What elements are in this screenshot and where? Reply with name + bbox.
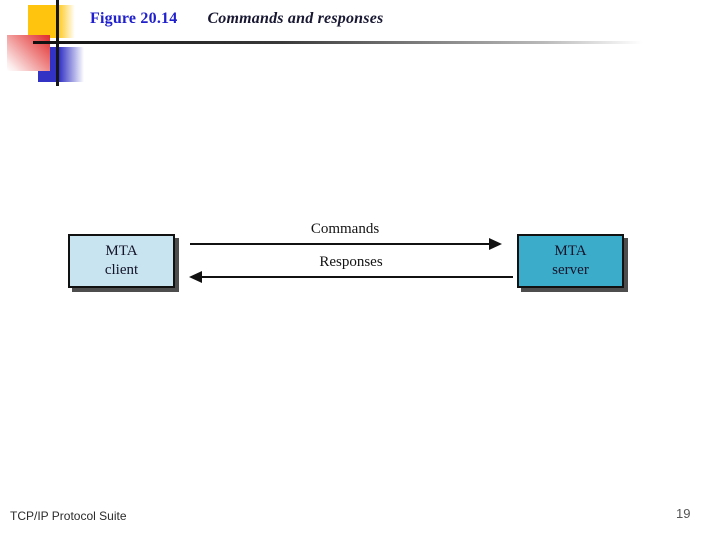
page-number: 19 [676, 506, 691, 521]
mta-client-box: MTA client [68, 234, 175, 288]
figure-title: Commands and responses [207, 10, 384, 27]
figure-label: Figure 20.14 [90, 10, 178, 27]
mta-server-box: MTA server [517, 234, 624, 288]
mta-client-label-line2: client [104, 262, 139, 278]
arrowhead-left-icon [189, 271, 202, 283]
responses-arrow-line [200, 276, 513, 278]
header-rule-divider [33, 41, 655, 44]
footer-book-title: TCP/IP Protocol Suite [10, 509, 127, 523]
mta-server-label-line1: MTA [554, 243, 587, 260]
commands-arrow-line [190, 243, 490, 245]
mta-client-label-line1: MTA [105, 243, 138, 260]
arrowhead-right-icon [489, 238, 502, 250]
commands-arrow-label: Commands [310, 221, 380, 237]
slide-header: Figure 20.14 Commands and responses [90, 10, 383, 28]
mta-server-label-line2: server [552, 262, 589, 278]
yellow-square-decoration [28, 5, 78, 38]
responses-arrow-label: Responses [319, 254, 383, 270]
